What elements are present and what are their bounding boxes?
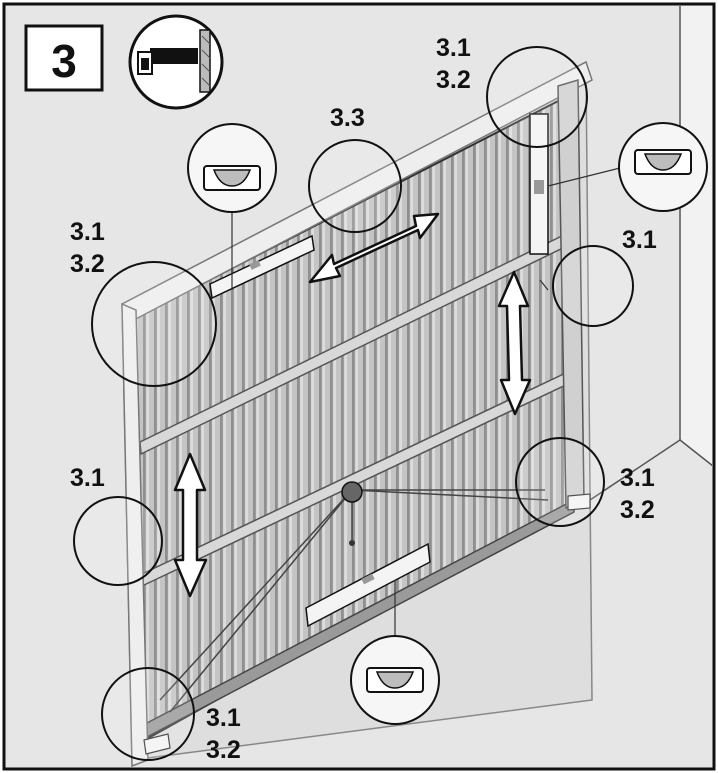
level-bubble-icons: [203, 149, 692, 693]
horizontal-adjust-arrow-icon: [308, 212, 440, 284]
svg-text:3.1: 3.1: [70, 218, 105, 246]
callout-left-mid: 3.1: [70, 464, 105, 492]
step-number-box: 3: [24, 24, 104, 92]
magnifier-right-mid: [552, 245, 634, 327]
svg-text:3.1: 3.1: [70, 464, 105, 492]
magnifier-lower-right: [515, 437, 605, 527]
magnifier-upper-left: [91, 261, 217, 387]
svg-text:3.1: 3.1: [436, 34, 471, 62]
svg-text:3.1: 3.1: [206, 704, 241, 732]
svg-text:3.2: 3.2: [70, 250, 105, 278]
callout-upper-left: 3.1 3.2: [70, 218, 105, 278]
svg-text:3.2: 3.2: [620, 496, 655, 524]
vertical-adjust-arrow-left-icon: [173, 452, 208, 598]
callout-top-center: 3.3: [330, 104, 365, 132]
magnifier-left-mid: [73, 496, 163, 586]
magnifier-top-center: [308, 139, 402, 233]
vertical-adjust-arrow-right-icon: [497, 270, 532, 416]
step-number: 3: [51, 35, 77, 87]
magnifier-top-right: [486, 46, 588, 148]
svg-text:3.1: 3.1: [622, 226, 657, 254]
spirit-level-vertical: [529, 113, 549, 255]
callout-bottom-left: 3.1 3.2: [206, 704, 241, 764]
callout-top-right: 3.1 3.2: [436, 34, 471, 94]
magnifier-bottom-left: [101, 667, 195, 761]
garage-door-leaf: [133, 94, 576, 742]
svg-text:3.3: 3.3: [330, 104, 365, 132]
wedge-right: [567, 493, 591, 511]
leader-lines: [231, 167, 621, 636]
bracing-cables: [159, 489, 549, 713]
wedge-left: [143, 733, 171, 755]
spirit-level-bottom: [305, 542, 431, 628]
spirit-level-on-wall-icon: [128, 14, 224, 110]
callout-right-mid: 3.1: [622, 226, 657, 254]
callout-labels: 3.1 3.2 3.3 3.1 3.2 3.1 3.1 3.1 3.2 3.1 …: [70, 34, 657, 764]
spirit-level-top: [209, 234, 315, 300]
callout-lower-right: 3.1 3.2: [620, 464, 655, 524]
room-walls: [589, 6, 712, 501]
svg-text:3.2: 3.2: [206, 736, 241, 764]
cable-tensioner: [341, 481, 363, 546]
svg-text:3.2: 3.2: [436, 66, 471, 94]
svg-text:3.1: 3.1: [620, 464, 655, 492]
